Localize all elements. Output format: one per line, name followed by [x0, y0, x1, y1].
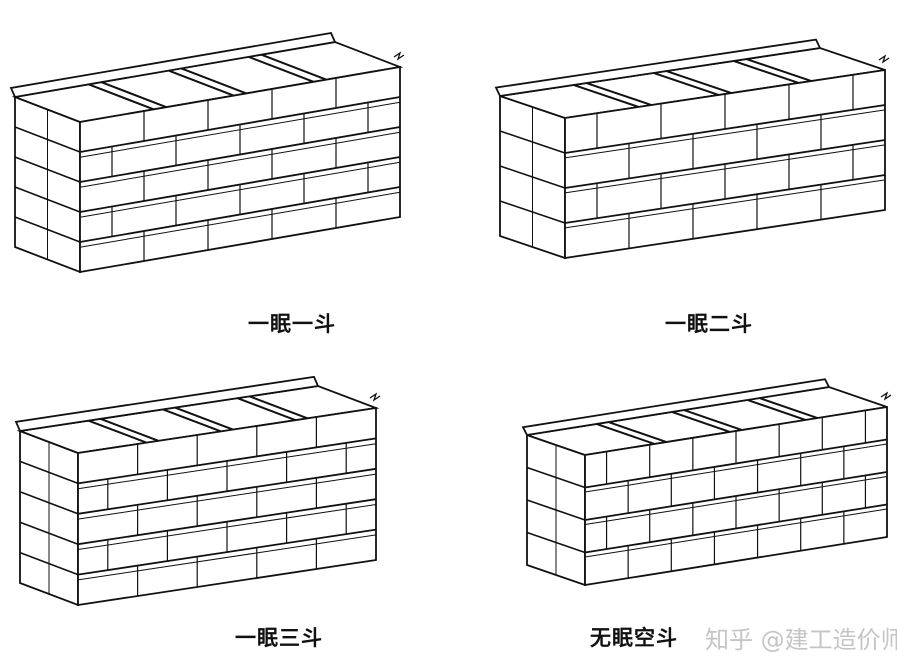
wall-one-rowlock-one-stretcher — [9, 31, 405, 274]
brick-joint — [174, 406, 234, 431]
brick-joint — [101, 81, 167, 109]
brick-joint — [168, 69, 234, 97]
brick-joint — [79, 131, 401, 188]
brick-joint — [248, 55, 314, 83]
brick-joint — [79, 191, 401, 248]
brick-joint — [249, 395, 308, 420]
brick-joint — [564, 109, 886, 159]
brick-joint — [261, 53, 327, 81]
brick-joint — [733, 60, 799, 84]
brick-joint — [100, 417, 159, 442]
caption-3: 一眠三斗 — [235, 625, 323, 650]
caption-2: 一眠二斗 — [665, 311, 753, 336]
break-mark-icon — [880, 391, 892, 401]
brick-joint — [747, 399, 806, 421]
brick-joint — [586, 82, 652, 106]
watermark: 知乎 @建工造价师 — [705, 626, 897, 654]
back-wall-top — [521, 378, 831, 436]
brick-joint — [683, 409, 743, 431]
brick-joint — [608, 421, 667, 443]
brick-joint — [671, 411, 731, 433]
brick-joint — [181, 67, 247, 95]
brick-joint — [653, 72, 719, 96]
brick-joint — [573, 84, 639, 108]
brick-joint — [88, 419, 147, 444]
brick-joint — [88, 83, 154, 111]
break-mark-icon — [369, 392, 381, 402]
wall-no-rowlock-hollow — [521, 378, 892, 587]
back-wall-top — [9, 31, 337, 99]
break-mark-icon — [393, 51, 405, 61]
wall-front-face — [77, 406, 377, 607]
brick-joint — [77, 534, 377, 581]
brick-joint — [584, 443, 888, 493]
back-wall-top — [494, 38, 822, 97]
brick-joint — [746, 58, 812, 82]
brick-joint — [584, 508, 888, 558]
brick-joint — [666, 70, 732, 94]
caption-1: 一眠一斗 — [248, 311, 336, 336]
brick-joint — [759, 397, 818, 419]
brick-joint — [596, 423, 655, 445]
break-mark-icon — [878, 54, 890, 64]
wall-one-rowlock-three-stretcher — [14, 375, 381, 607]
brick-joint — [237, 397, 296, 422]
back-wall-top — [14, 375, 320, 432]
caption-4: 无眠空斗 — [590, 625, 678, 650]
brick-joint — [564, 179, 886, 229]
brick-joint — [77, 473, 377, 520]
wall-front-face — [79, 65, 401, 274]
wall-one-rowlock-two-stretcher — [494, 38, 890, 260]
brick-joint — [162, 408, 222, 433]
